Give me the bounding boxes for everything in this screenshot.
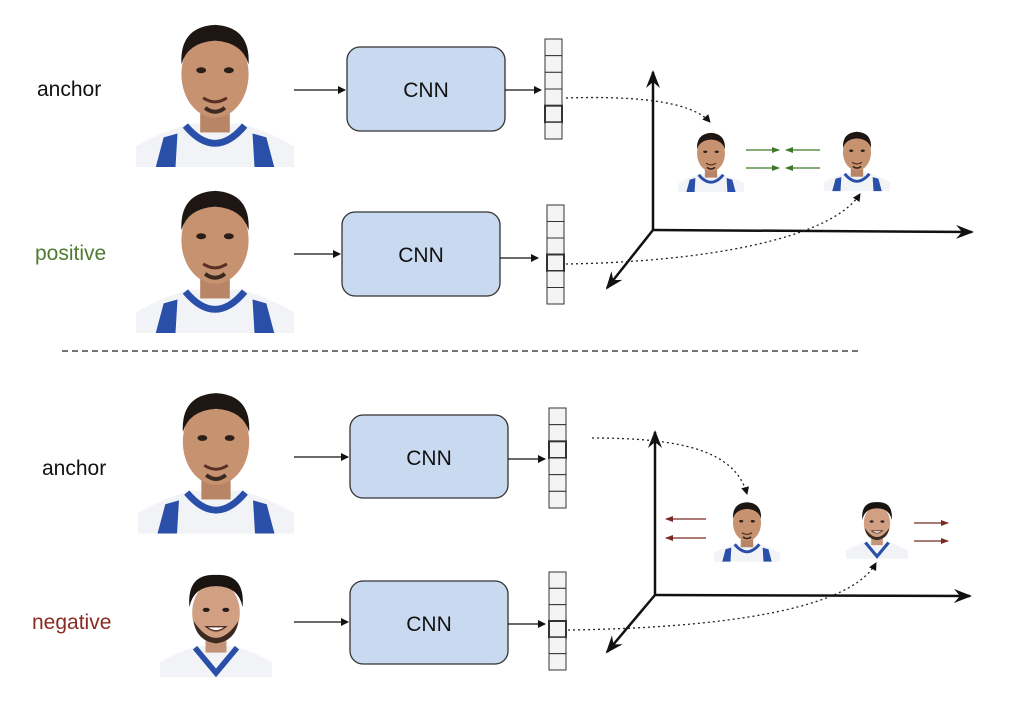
negative-label: negative	[32, 611, 111, 634]
embedding-space-axes	[605, 430, 972, 654]
cnn-box	[346, 46, 506, 132]
mapping-curve	[591, 437, 750, 495]
embedding-space-axes	[605, 70, 974, 290]
vector-cell	[548, 653, 567, 671]
negative-photo	[160, 568, 272, 677]
vector-cell	[548, 604, 567, 622]
push-apart-arrows	[665, 516, 949, 544]
positive-photo	[136, 179, 294, 333]
vector-cell	[544, 38, 563, 57]
anchor-label: anchor	[42, 457, 106, 480]
mapping-curve	[565, 193, 861, 265]
negative-embedding-photo	[846, 496, 908, 561]
embedding-vector	[546, 204, 565, 305]
vector-cell	[546, 221, 565, 239]
embedding-vector	[544, 38, 563, 140]
vector-cell	[546, 204, 565, 222]
vector-cell	[544, 121, 563, 140]
cnn-label: CNN	[403, 79, 449, 102]
vector-cell	[546, 287, 565, 305]
pull-together-arrows	[746, 147, 820, 171]
anchor-photo	[136, 13, 294, 167]
embedding-vector	[548, 571, 567, 671]
vector-cell	[548, 474, 567, 492]
vector-cell	[544, 88, 563, 107]
vector-cell	[548, 620, 567, 639]
vector-cell	[548, 424, 567, 442]
cnn-label: CNN	[406, 613, 452, 636]
vector-cell	[544, 71, 563, 90]
vector-cell	[548, 490, 567, 509]
anchor-embedding-photo	[678, 128, 744, 192]
vector-cell	[544, 104, 563, 124]
cnn-box	[341, 211, 501, 297]
mapping-curve	[565, 96, 711, 123]
positive-embedding-photo	[824, 126, 890, 192]
cnn-label: CNN	[406, 447, 452, 470]
cnn-box	[349, 580, 509, 665]
vector-cell	[548, 571, 567, 589]
vector-cell	[548, 457, 567, 476]
vector-cell	[548, 407, 567, 426]
anchor-embedding-photo	[714, 496, 780, 563]
vector-cell	[546, 253, 565, 272]
cnn-label: CNN	[398, 244, 444, 267]
vector-cell	[546, 237, 565, 255]
cnn-box	[349, 414, 509, 499]
anchor-photo	[138, 381, 294, 533]
vector-cell	[546, 270, 565, 288]
vector-cell	[548, 587, 567, 606]
vector-cell	[548, 440, 567, 460]
vector-cell	[544, 55, 563, 73]
positive-label: positive	[35, 242, 106, 265]
vector-cell	[548, 636, 567, 655]
embedding-vector	[548, 407, 567, 509]
anchor-label: anchor	[37, 78, 101, 101]
